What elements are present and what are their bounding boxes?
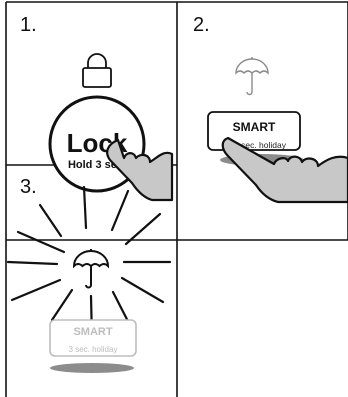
umbrella-icon [74,249,108,288]
step-number-3: 3. [20,176,37,198]
step-number-2: 2. [193,14,210,36]
smart-button-sublabel: 3 sec. holiday [69,345,118,354]
step-number-1: 1. [20,14,37,36]
smart-button-faded: SMART 3 sec. holiday [50,320,136,356]
panel-step-3: 3. SMART 3 sec. holiday [8,176,170,373]
smart-button-label: SMART [73,326,112,338]
button-shadow [50,363,134,373]
panel-step-1: 1. Lock Hold 3 sec. [20,14,172,200]
panel-step-2: 2. SMART 3 sec. holiday [193,14,348,202]
umbrella-icon [236,57,268,95]
lock-icon [83,54,111,87]
smart-button-label: SMART [233,120,276,134]
